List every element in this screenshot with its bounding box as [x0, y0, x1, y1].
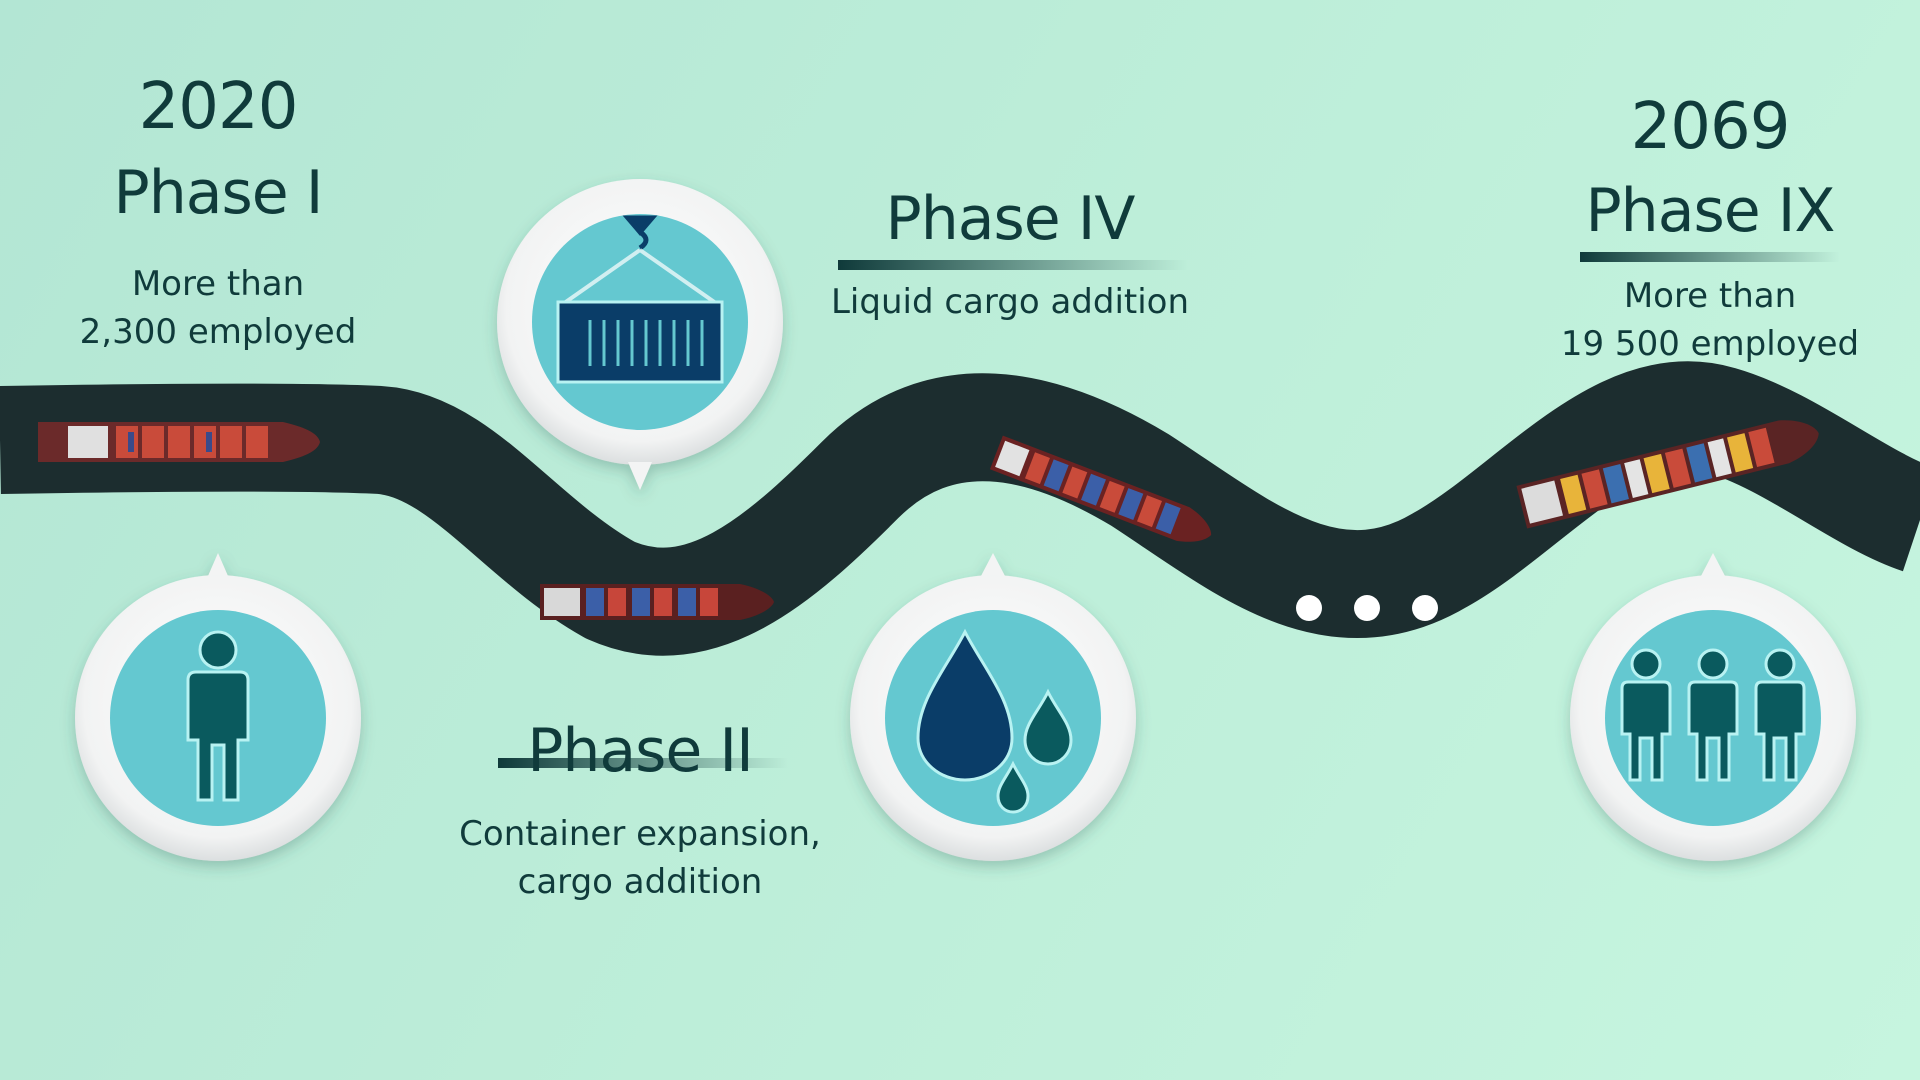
phase2-desc-line1: Container expansion,: [459, 814, 821, 854]
phase1-desc-line1: More than: [131, 264, 305, 304]
phase2-title: Phase II: [527, 716, 754, 786]
phase4-rule: [838, 260, 1188, 270]
phase4-title: Phase IV: [885, 184, 1136, 254]
phase9-desc: More than 19 500 employed: [1520, 272, 1900, 368]
phase9-year: 2069: [1630, 90, 1791, 164]
phase2-desc: Container expansion, cargo addition: [440, 810, 840, 906]
container-ship-4: [1516, 420, 1819, 529]
container-ship-3: [989, 435, 1212, 542]
phase4-desc-line1: Liquid cargo addition: [830, 282, 1190, 322]
phase9-desc-line1: More than: [1623, 276, 1797, 316]
shipping-river: [0, 361, 1920, 656]
phase9-rule: [1580, 252, 1840, 262]
phase2-rule: [498, 758, 788, 768]
container-ship-1: [38, 422, 320, 462]
phase1-year: 2020: [138, 70, 299, 144]
ellipsis-dots: [1296, 595, 1438, 621]
phase1-desc-line2: 2,300 employed: [79, 312, 357, 352]
container-ship-2: [540, 584, 774, 620]
phase4-desc: Liquid cargo addition: [810, 278, 1210, 326]
phase2-desc-line2: cargo addition: [517, 862, 763, 902]
phase1-title: Phase I: [113, 158, 324, 228]
phase9-desc-line2: 19 500 employed: [1560, 324, 1860, 364]
phase1-desc: More than 2,300 employed: [40, 260, 396, 356]
phase9-title: Phase IX: [1585, 176, 1835, 246]
